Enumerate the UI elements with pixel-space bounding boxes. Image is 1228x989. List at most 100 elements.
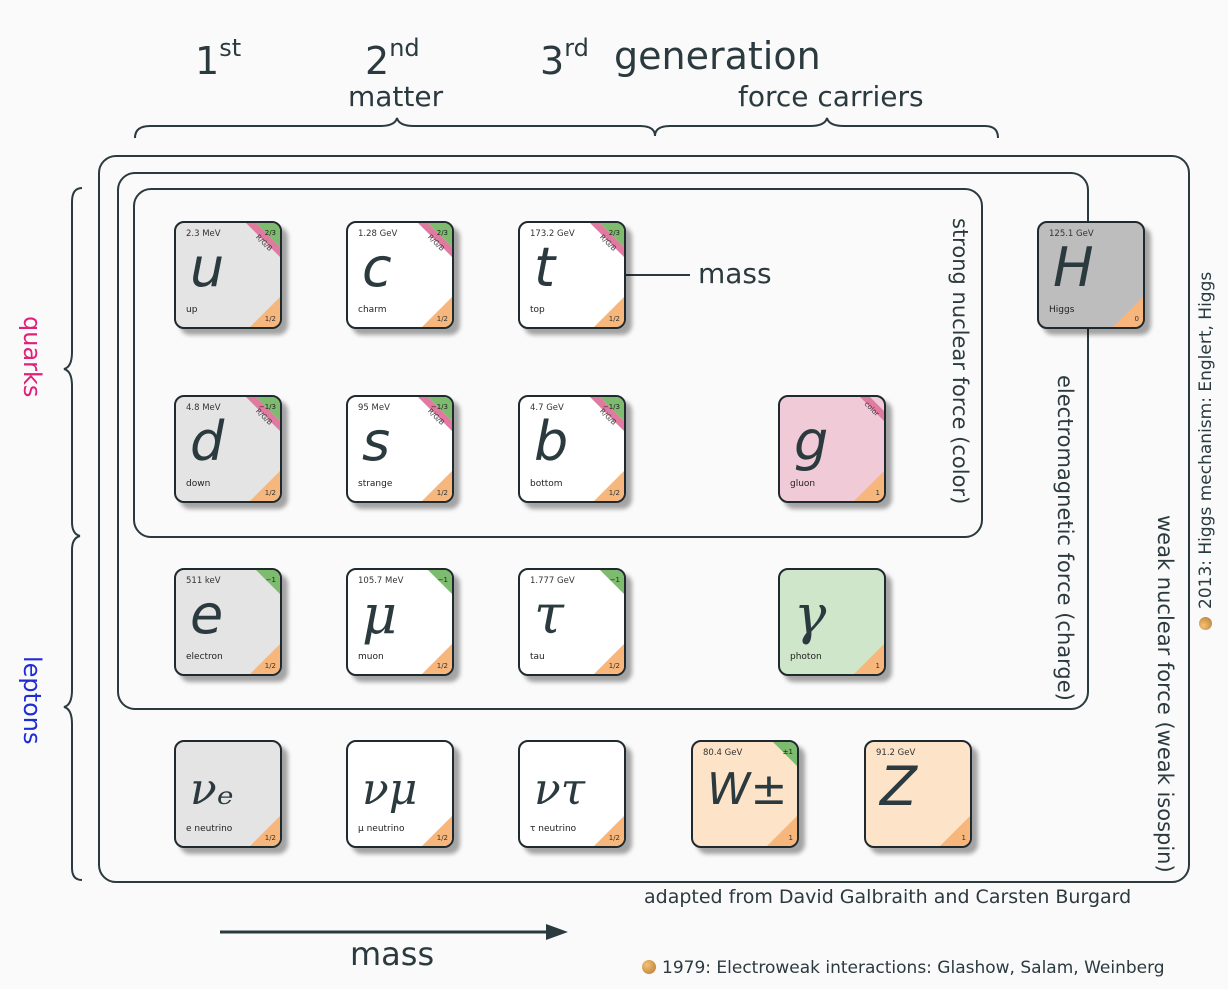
spin-band [767,816,797,846]
particle-charge: −1/3 [430,403,448,411]
particle-name: photon [790,652,822,662]
particle-name: top [530,305,545,315]
particle-charge: −1 [609,576,620,584]
leptons-brace [63,535,83,881]
nobel-medal-icon [1199,617,1212,630]
particle-mass: 4.8 MeV [186,403,221,413]
card-corner-bands [767,742,797,846]
particle-name: charm [358,305,387,315]
particle-spin: 1/2 [264,315,276,323]
particle-symbol: b [534,410,569,473]
force-carriers-brace [654,117,999,139]
particle-spin: 1/2 [436,662,448,670]
particle-mass: 173.2 GeV [530,229,575,239]
gen2-sup: nd [389,34,420,62]
color-band [590,223,624,257]
charge-band [428,570,452,594]
charge-band [600,570,624,594]
card-corner-bands [250,816,280,846]
color-band [418,223,452,257]
nobel-medal-icon [642,960,656,974]
quarks-brace [63,187,83,537]
gen1-label: 1st [195,34,241,83]
spin-band [854,471,884,501]
force-carriers-label: force carriers [738,80,924,113]
matter-label: matter [348,80,444,113]
particle-charge: 2/3 [608,229,620,237]
particle-mass: 91.2 GeV [876,748,916,758]
particle-spin: 1/2 [608,834,620,842]
particle-symbol: γ [794,583,827,646]
particle-spin: 1 [875,662,880,670]
color-band [246,223,280,257]
gen1-sup: st [219,34,242,62]
particle-symbol: νμ [362,764,418,815]
spin-band [422,471,452,501]
particle-spin: 1/2 [264,662,276,670]
card-corner-bands [590,223,624,327]
card-corner-bands [854,397,884,501]
spin-band [594,644,624,674]
color-band [246,397,280,431]
particle-symbol: νₑ [190,764,234,815]
color-band [590,397,624,431]
color-band [860,397,884,421]
particle-symbol: ντ [534,764,586,815]
charge-band [256,570,280,594]
spin-band [422,297,452,327]
particle-charge: −1/3 [602,403,620,411]
particle-spin: 1/2 [608,489,620,497]
particle-mass: 511 keV [186,576,221,586]
matter-brace [134,117,656,139]
spin-band [940,816,970,846]
strong-force-label: strong nuclear force (color) [948,218,972,505]
particle-spin: 1/2 [264,489,276,497]
particle-mass: 2.3 MeV [186,229,221,239]
particle-symbol: c [362,236,392,299]
spin-band [1113,297,1143,327]
particle-charge: −1 [265,576,276,584]
particle-spin: 1 [961,834,966,842]
particle-charge: ±1 [782,748,793,756]
particle-spin: 1/2 [608,315,620,323]
particle-name: tau [530,652,545,662]
card-corner-bands [246,223,280,327]
particle-symbol: H [1053,236,1094,299]
particle-mass: 105.7 MeV [358,576,404,586]
electromagnetic-force-box [117,172,1089,710]
particle-symbol: s [362,410,391,473]
particle-symbol: Z [880,755,917,818]
particle-mass: 4.7 GeV [530,403,564,413]
spin-band [594,471,624,501]
particle-charge: −1 [437,576,448,584]
spin-band [422,644,452,674]
particle-symbol: e [190,583,224,646]
particle-symbol: μ [362,583,398,646]
particle-spin: 0 [1134,315,1139,323]
quarks-label: quarks [18,316,46,398]
leptons-label: leptons [18,656,46,745]
particle-name: strange [358,479,393,489]
electroweak-text: 1979: Electroweak interactions: Glashow,… [662,958,1165,978]
particle-mass: 1.28 GeV [358,229,398,239]
gen1-number: 1 [195,39,220,83]
generation-label: generation [614,34,821,78]
electromagnetic-force-label: electromagnetic force (charge) [1053,375,1077,701]
gen2-number: 2 [365,39,390,83]
particle-name: down [186,479,211,489]
higgs-mechanism-text: 2013: Higgs mechanism: Englert, Higgs [1196,271,1216,609]
particle-name: up [186,305,198,315]
particle-charge: 2/3 [436,229,448,237]
particle-name: e neutrino [186,824,233,834]
particle-name: Higgs [1049,305,1075,315]
